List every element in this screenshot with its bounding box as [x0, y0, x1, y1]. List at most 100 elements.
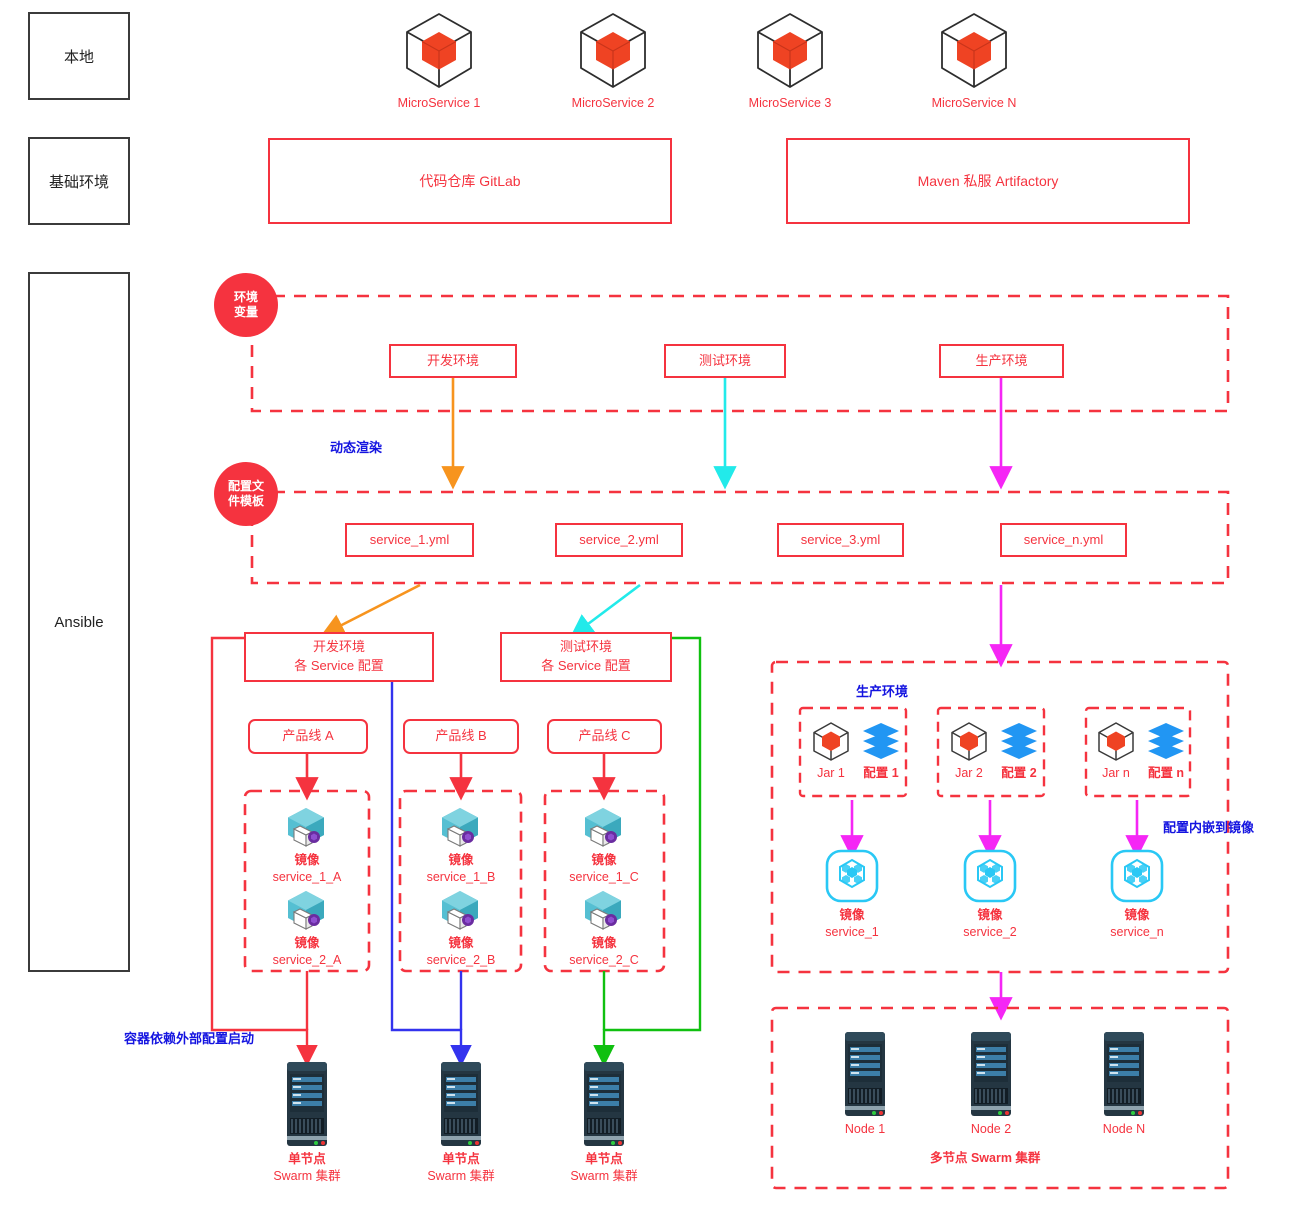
dev-service-config-box[interactable]: 开发环境 各 Service 配置: [244, 632, 434, 682]
server-icon: [1104, 1032, 1144, 1116]
dynamic-render-note: 动态渲染: [330, 440, 383, 455]
config-stack-n[interactable]: 配置 n: [1140, 720, 1192, 782]
jar-cube-icon: [1098, 722, 1134, 761]
multinode-title: 多节点 Swarm 集群: [930, 1151, 1041, 1165]
config-stack-n-label: 配置 n: [1147, 766, 1185, 780]
layers-icon: [1001, 723, 1037, 759]
image-service-2-b-caption: 镜像 service_2_B: [426, 936, 496, 967]
multinode-node-2-label: Node 2: [970, 1122, 1012, 1136]
swarm-single-1[interactable]: 单节点 Swarm 集群: [263, 1060, 351, 1185]
product-line-c-label: 产品线 C: [578, 728, 631, 744]
prod-env-label: 生产环境: [975, 352, 1028, 368]
test-env-box[interactable]: 测试环境: [664, 344, 786, 378]
container-image-icon: [825, 849, 879, 903]
multinode-node-1-label: Node 1: [844, 1122, 886, 1136]
swarm-single-2-caption: 单节点 Swarm 集群: [427, 1152, 495, 1183]
config-stack-1[interactable]: 配置 1: [855, 720, 907, 782]
service-3-yml-box[interactable]: service_3.yml: [777, 523, 904, 557]
service-1-yml-label: service_1.yml: [369, 531, 450, 547]
production-title: 生产环境: [856, 684, 909, 699]
prod-image-service-2-caption: 镜像 service_2: [963, 908, 1017, 939]
config-embed-note: 配置内嵌到镜像: [1163, 820, 1255, 835]
service-1-yml-box[interactable]: service_1.yml: [345, 523, 474, 557]
prod-image-service-n-caption: 镜像 service_n: [1110, 908, 1164, 939]
dev-service-config-line2: 各 Service 配置: [294, 658, 384, 673]
jar-n[interactable]: Jar n: [1090, 720, 1142, 782]
image-service-2-c-caption: 镜像 service_2_C: [569, 936, 639, 967]
prod-image-service-n[interactable]: 镜像 service_n: [1093, 848, 1181, 941]
image-service-1-a[interactable]: 镜像 service_1_A: [263, 805, 351, 886]
microservice-3[interactable]: MicroService 3: [745, 10, 835, 112]
container-image-icon: [963, 849, 1017, 903]
arrow-to-dev-service-config: [320, 583, 421, 636]
rail-ansible-box: Ansible: [28, 272, 130, 972]
jar-2-label: Jar 2: [955, 766, 983, 780]
container-image-icon: [1110, 849, 1164, 903]
server-icon: [845, 1032, 885, 1116]
cube-icon: [757, 13, 823, 88]
gitlab-box[interactable]: 代码仓库 GitLab: [268, 138, 672, 224]
image-cube-icon: [442, 891, 478, 930]
image-cube-icon: [288, 891, 324, 930]
product-line-a-label: 产品线 A: [282, 728, 334, 744]
multinode-node-1[interactable]: Node 1: [823, 1030, 907, 1138]
image-service-2-c[interactable]: 镜像 service_2_C: [560, 888, 648, 969]
image-cube-icon: [442, 808, 478, 847]
cube-icon: [580, 13, 646, 88]
artifactory-box[interactable]: Maven 私服 Artifactory: [786, 138, 1190, 224]
jar-cube-icon: [813, 722, 849, 761]
microservice-1[interactable]: MicroService 1: [394, 10, 484, 112]
service-n-yml-box[interactable]: service_n.yml: [1000, 523, 1127, 557]
prod-image-service-1[interactable]: 镜像 service_1: [808, 848, 896, 941]
external-config-note: 容器依赖外部配置启动: [124, 1031, 255, 1046]
config-template-badge-line2: 件模板: [227, 494, 264, 508]
rail-ansible-label: Ansible: [54, 613, 104, 631]
test-service-config-line2: 各 Service 配置: [541, 658, 631, 673]
jar-1-label: Jar 1: [817, 766, 845, 780]
swarm-single-3[interactable]: 单节点 Swarm 集群: [560, 1060, 648, 1185]
prod-image-service-2[interactable]: 镜像 service_2: [946, 848, 1034, 941]
layers-icon: [863, 723, 899, 759]
prod-env-box[interactable]: 生产环境: [939, 344, 1064, 378]
multinode-node-n[interactable]: Node N: [1082, 1030, 1166, 1138]
server-icon: [441, 1062, 481, 1146]
image-service-2-b[interactable]: 镜像 service_2_B: [417, 888, 505, 969]
image-cube-icon: [288, 808, 324, 847]
rail-base-env-label: 基础环境: [48, 173, 109, 191]
test-service-config-box[interactable]: 测试环境 各 Service 配置: [500, 632, 672, 682]
microservice-2[interactable]: MicroService 2: [568, 10, 658, 112]
config-stack-2[interactable]: 配置 2: [993, 720, 1045, 782]
swarm-single-2[interactable]: 单节点 Swarm 集群: [417, 1060, 505, 1185]
microservice-1-label: MicroService 1: [397, 96, 481, 110]
jar-1[interactable]: Jar 1: [805, 720, 857, 782]
rail-local-label: 本地: [63, 48, 94, 66]
product-line-a-box[interactable]: 产品线 A: [248, 719, 368, 754]
product-line-c-box[interactable]: 产品线 C: [547, 719, 662, 754]
image-service-2-a[interactable]: 镜像 service_2_A: [263, 888, 351, 969]
config-stack-1-label: 配置 1: [863, 766, 899, 780]
service-2-yml-box[interactable]: service_2.yml: [555, 523, 683, 557]
product-line-b-box[interactable]: 产品线 B: [403, 719, 519, 754]
microservice-n[interactable]: MicroService N: [929, 10, 1019, 112]
server-icon: [287, 1062, 327, 1146]
env-var-badge-line2: 变量: [233, 305, 258, 319]
cube-icon: [941, 13, 1007, 88]
image-service-1-c[interactable]: 镜像 service_1_C: [560, 805, 648, 886]
config-template-badge: 配置文 件模板: [214, 462, 278, 526]
gitlab-label: 代码仓库 GitLab: [419, 172, 521, 189]
image-cube-icon: [585, 891, 621, 930]
env-var-badge-line1: 环境: [233, 290, 258, 304]
swarm-single-3-caption: 单节点 Swarm 集群: [570, 1152, 638, 1183]
service-n-yml-label: service_n.yml: [1023, 531, 1104, 547]
dev-env-box[interactable]: 开发环境: [389, 344, 517, 378]
image-service-1-b[interactable]: 镜像 service_1_B: [417, 805, 505, 886]
env-var-badge: 环境 变量: [214, 273, 278, 337]
server-icon: [584, 1062, 624, 1146]
prod-image-service-1-caption: 镜像 service_1: [825, 908, 879, 939]
jar-2[interactable]: Jar 2: [943, 720, 995, 782]
image-service-2-a-caption: 镜像 service_2_A: [272, 936, 342, 967]
multinode-node-2[interactable]: Node 2: [949, 1030, 1033, 1138]
dev-env-label: 开发环境: [426, 352, 479, 368]
rail-base-env-box: 基础环境: [28, 137, 130, 225]
